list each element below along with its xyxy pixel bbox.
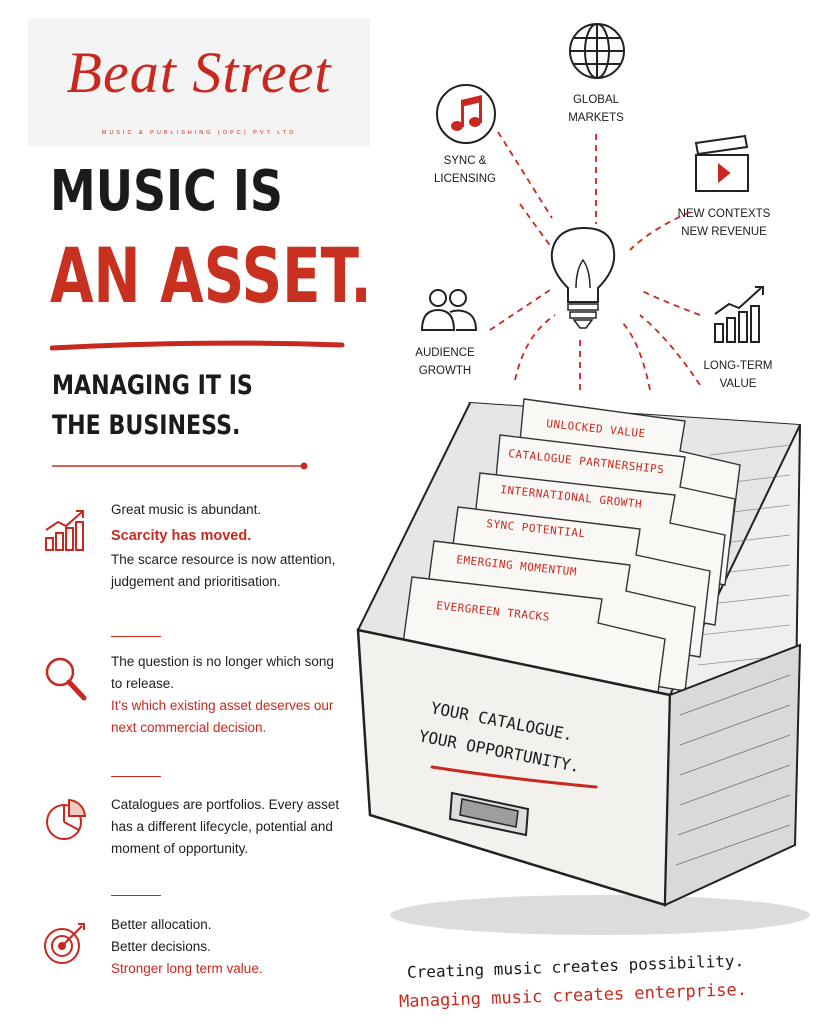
logo-subtitle: MUSIC & PUBLISHING (OPC) PVT LTD — [101, 130, 297, 136]
point-divider — [111, 636, 161, 637]
catalogue-drawer: UNLOCKED VALUE CATALOGUE PARTNERSHIPS IN… — [356, 398, 810, 935]
label-new-contexts: NEW CONTEXTS NEW REVENUE — [664, 205, 784, 241]
lightbulb-icon — [550, 226, 616, 329]
audience-icon — [420, 289, 478, 331]
point-2-highlight: It's which existing asset deserves our n… — [111, 698, 334, 735]
label-long-term-value: LONG-TERM VALUE — [693, 357, 783, 393]
point-1-highlight: Scarcity has moved. — [111, 528, 252, 544]
brush-underline — [50, 340, 345, 351]
music-note-icon — [436, 84, 496, 144]
label-audience-growth: AUDIENCE GROWTH — [405, 344, 485, 380]
label-global-line2: MARKETS — [568, 112, 624, 124]
label-contexts-line1: NEW CONTEXTS — [677, 208, 771, 220]
growth-chart-icon — [714, 286, 764, 343]
label-longterm-line2: VALUE — [719, 378, 757, 390]
point-2-line1: The question is no longer which song to … — [111, 654, 334, 691]
point-4-line1: Better allocation. — [111, 917, 212, 932]
clapperboard-icon — [694, 134, 749, 192]
pie-chart-icon — [46, 798, 87, 840]
point-divider — [111, 895, 161, 896]
bar-chart-icon — [45, 510, 84, 551]
target-icon — [44, 923, 85, 964]
label-audience-line1: AUDIENCE — [415, 347, 475, 359]
label-global-markets: GLOBAL MARKETS — [556, 91, 636, 127]
point-4: Better allocation. Better decisions. Str… — [111, 914, 341, 980]
label-audience-line2: GROWTH — [418, 365, 472, 377]
label-sync-licensing: SYNC & LICENSING — [420, 152, 510, 188]
subheadline-line1: MANAGING IT IS — [52, 370, 253, 401]
point-1-line3: The scarce resource is now attention, ju… — [111, 552, 336, 589]
tagline-line1: Creating music creates possibility. — [406, 951, 745, 982]
headline-line1: MUSIC IS — [50, 159, 283, 224]
label-sync-line1: SYNC & — [443, 155, 487, 167]
magnifier-icon — [45, 657, 87, 701]
tagline-line2: Managing music creates enterprise. — [398, 979, 748, 1013]
globe-icon — [569, 23, 625, 79]
point-1: Great music is abundant. Scarcity has mo… — [111, 499, 341, 593]
logo: Beat Street MUSIC & PUBLISHING (OPC) PVT… — [28, 18, 370, 146]
logo-name: Beat Street — [66, 40, 332, 105]
headline-line2: AN ASSET. — [50, 231, 372, 320]
subheadline-line2: THE BUSINESS. — [52, 410, 241, 441]
label-sync-line2: LICENSING — [434, 173, 496, 185]
point-3: Catalogues are portfolios. Every asset h… — [111, 794, 341, 860]
point-4-highlight: Stronger long term value. — [111, 961, 263, 976]
label-global-line1: GLOBAL — [572, 94, 620, 106]
label-contexts-line2: NEW REVENUE — [681, 226, 767, 238]
point-2: The question is no longer which song to … — [111, 651, 341, 739]
label-longterm-line1: LONG-TERM — [703, 360, 773, 372]
section-divider — [52, 462, 308, 470]
point-3-text: Catalogues are portfolios. Every asset h… — [111, 797, 340, 856]
point-4-line2: Better decisions. — [111, 939, 211, 954]
point-divider — [111, 776, 161, 777]
point-1-line1: Great music is abundant. — [111, 502, 262, 517]
idea-arrows — [489, 131, 701, 391]
